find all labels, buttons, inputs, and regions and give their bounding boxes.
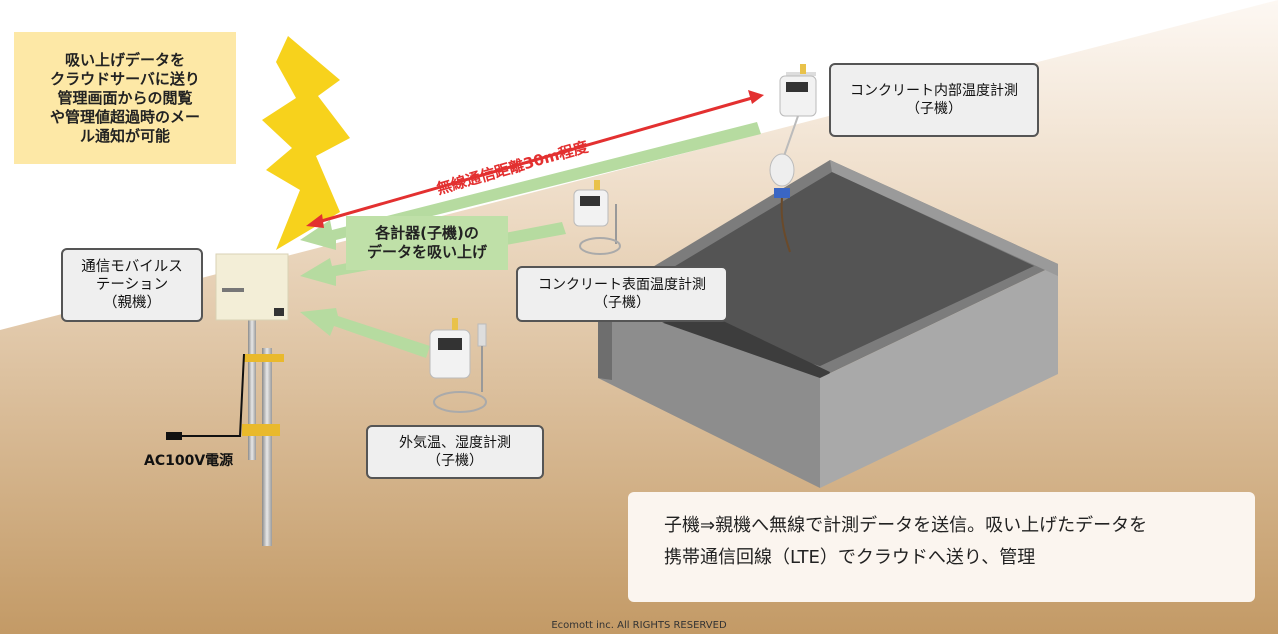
callout-line: ル通知が可能 [79, 126, 170, 145]
summary-line: 携帯通信回線（LTE）でクラウドへ送り、管理 [664, 547, 1036, 568]
outdoor-sensor-label: 外気温、湿度計測 （子機） [366, 425, 544, 479]
station-pole [242, 300, 284, 546]
inside-sensor-label: コンクリート内部温度計測 （子機） [829, 63, 1039, 137]
power-label: AC100V電源 [144, 453, 234, 469]
label-line: （子機） [427, 453, 483, 469]
label-line: データを吸い上げ [366, 243, 487, 261]
outdoor-sensor-device [429, 318, 487, 413]
callout-line: 管理画面からの閲覧 [57, 88, 193, 107]
summary-box: 子機⇒親機へ無線で計測データを送信。吸い上げたデータを 携帯通信回線（LTE）で… [628, 492, 1255, 602]
cloud-callout: 吸い上げデータを クラウドサーバに送り 管理画面からの閲覧 や管理値超過時のメー… [14, 32, 236, 164]
label-line: （子機） [594, 295, 650, 311]
lightning-bolt-icon [262, 36, 350, 250]
collection-label: 各計器(子機)の データを吸い上げ [346, 216, 508, 270]
label-line: コンクリート表面温度計測 [538, 277, 706, 293]
inside-sensor-device [769, 64, 817, 253]
copyright-footer: Ecomott inc. All RIGHTS RESERVED [551, 620, 727, 631]
label-line: 通信モバイルス [81, 259, 183, 275]
label-line: テーション [95, 277, 169, 293]
surface-sensor-label: コンクリート表面温度計測 （子機） [516, 266, 728, 322]
label-line: コンクリート内部温度計測 [850, 83, 1018, 99]
callout-line: や管理値超過時のメー [49, 107, 200, 126]
label-line: （親機） [103, 295, 161, 311]
parent-station-device [215, 253, 289, 321]
callout-line: クラウドサーバに送り [50, 69, 200, 88]
label-line: 外気温、湿度計測 [399, 435, 511, 451]
surface-sensor-device [573, 180, 621, 255]
label-line: 各計器(子機)の [375, 224, 479, 242]
summary-line: 子機⇒親機へ無線で計測データを送信。吸い上げたデータを [664, 515, 1148, 536]
callout-line: 吸い上げデータを [64, 50, 185, 69]
power-cord [166, 353, 245, 440]
label-line: （子機） [906, 101, 962, 117]
parent-station-label: 通信モバイルス テーション （親機） [61, 248, 203, 322]
wireless-range-arrow [306, 90, 764, 228]
